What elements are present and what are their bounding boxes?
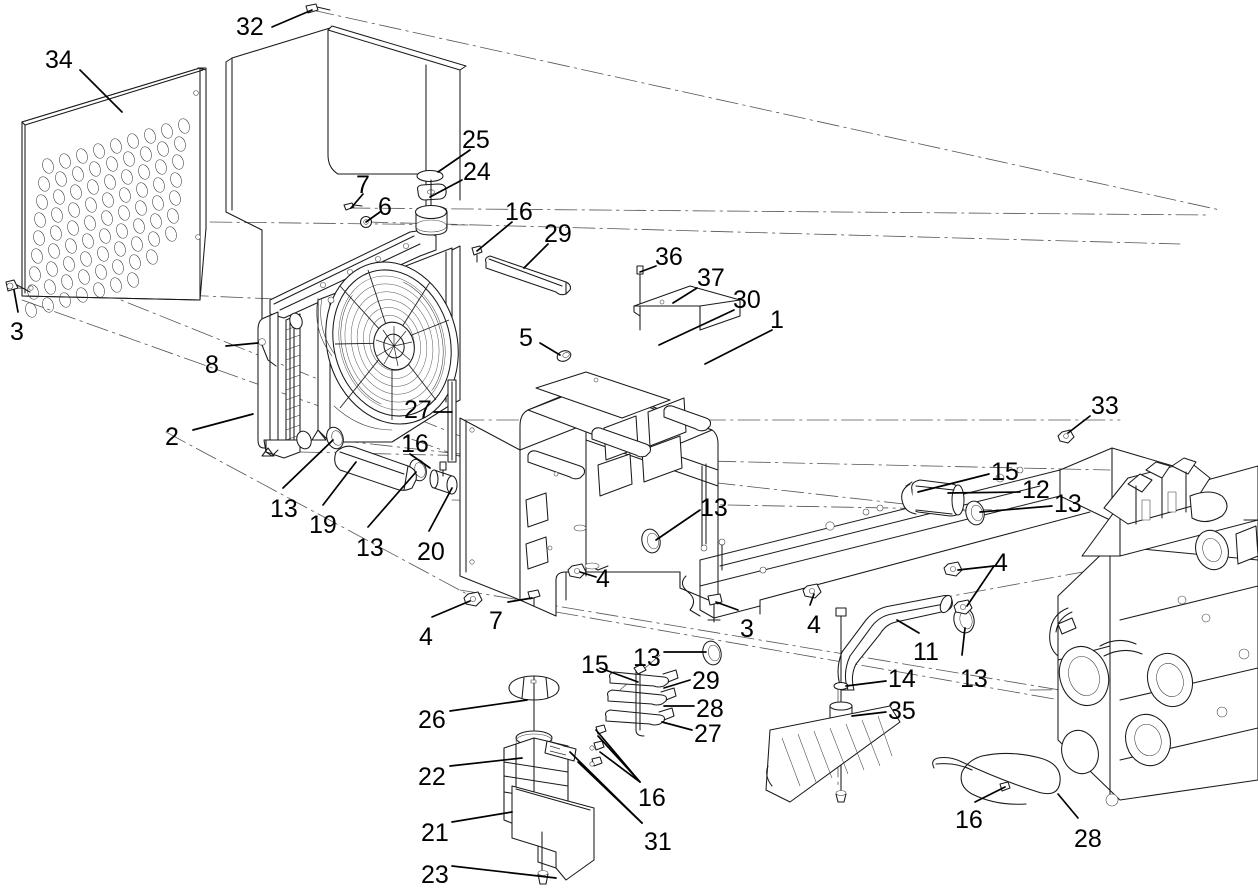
screw-7-b — [527, 589, 541, 607]
callout-27-upper: 27 — [404, 396, 432, 424]
flange-nut-4-c — [943, 561, 963, 577]
overflow-tube-27 — [447, 379, 457, 463]
flange-nut-4-a — [567, 563, 587, 579]
flange-nut-4-b — [463, 591, 483, 607]
callout-4-mid: 4 — [596, 565, 610, 593]
callout-28-loop: 28 — [1074, 825, 1102, 853]
expansion-tank-assembly — [503, 675, 595, 885]
hose-clamp-13-e — [965, 500, 985, 526]
engine-assembly — [1049, 457, 1258, 807]
nut-33 — [1057, 429, 1075, 444]
vent-hose-loop-28 — [932, 752, 1061, 805]
callout-27-lower: 27 — [694, 720, 722, 748]
callout-34: 34 — [45, 46, 73, 74]
callout-7-lower: 7 — [489, 607, 503, 635]
callout-16-mid: 16 — [401, 430, 429, 458]
callout-4-right: 4 — [994, 549, 1008, 577]
hose-clamps-13 — [326, 426, 985, 666]
callout-26: 26 — [418, 706, 446, 734]
callout-3-mid: 3 — [740, 615, 754, 643]
hose-clamp-13-f — [702, 640, 722, 666]
strap-14-spacer-35 — [829, 607, 853, 803]
mounting-bracket-37 — [633, 285, 741, 331]
chassis-frame — [681, 447, 1181, 619]
hose-fitting-20 — [429, 461, 458, 495]
flange-nut-4-e — [802, 583, 822, 599]
callout-7-upper: 7 — [356, 171, 370, 199]
shield-panel-1-30 — [459, 371, 726, 617]
callout-15-tank: 15 — [581, 651, 609, 679]
hose-clamp-13-c — [641, 528, 661, 554]
callout-21: 21 — [421, 819, 449, 847]
callout-22: 22 — [418, 763, 446, 791]
callout-32: 32 — [236, 13, 264, 41]
ribbed-tube — [765, 705, 901, 803]
flange-nut-4-d — [953, 599, 973, 615]
callout-5: 5 — [519, 324, 533, 352]
callout-13-c: 13 — [700, 494, 728, 522]
hose-clamp-13-a — [326, 426, 344, 450]
screw-16-set — [591, 724, 607, 767]
callout-13-b: 13 — [356, 534, 384, 562]
perforated-screen-panel-34 — [21, 67, 207, 318]
callout-13-a: 13 — [270, 495, 298, 523]
callout-13-d: 13 — [960, 665, 988, 693]
callout-8: 8 — [205, 351, 219, 379]
callout-28-lower: 28 — [696, 695, 724, 723]
leader-lines — [13, 9, 1091, 879]
callout-33: 33 — [1091, 392, 1119, 420]
fasteners-4-7 — [463, 429, 1075, 623]
callout-30: 30 — [733, 286, 761, 314]
radiator-cap-24-25 — [414, 169, 448, 236]
callout-35: 35 — [888, 697, 916, 725]
callout-6: 6 — [378, 193, 392, 221]
hose-tube-12 — [901, 479, 965, 517]
callout-37: 37 — [697, 264, 725, 292]
callout-19: 19 — [309, 511, 337, 539]
callout-13-right-upper: 13 — [1054, 490, 1082, 518]
callout-24: 24 — [463, 158, 491, 186]
hose-set-27-28-29 — [591, 663, 679, 767]
callout-14: 14 — [888, 665, 916, 693]
callout-1: 1 — [770, 306, 784, 334]
callout-3-left: 3 — [10, 318, 24, 346]
callout-31: 31 — [644, 828, 672, 856]
callout-29-upper: 29 — [544, 220, 572, 248]
callout-16-tank: 16 — [638, 784, 666, 812]
coolant-hose-29-upper — [484, 255, 572, 296]
callout-16-upper: 16 — [505, 198, 533, 226]
fan-shroud-box — [225, 25, 467, 331]
callout-4-left: 4 — [419, 623, 433, 651]
callout-36: 36 — [655, 243, 683, 271]
lower-radiator-hose-19 — [334, 445, 417, 491]
callout-23: 23 — [421, 861, 449, 889]
callout-12: 12 — [1022, 476, 1050, 504]
grommet-5 — [556, 350, 572, 362]
callout-20: 20 — [417, 538, 445, 566]
callout-29-lower: 29 — [692, 667, 720, 695]
callout-11: 11 — [913, 638, 939, 666]
upper-radiator-hose-11 — [837, 594, 953, 691]
bolt-36 — [636, 265, 644, 331]
callout-4-centre: 4 — [807, 611, 821, 639]
callout-13-f: 13 — [633, 644, 661, 672]
cooling-fan-assembly — [316, 247, 459, 443]
callout-15-right: 15 — [991, 458, 1019, 486]
callout-2: 2 — [165, 423, 179, 451]
callout-25: 25 — [462, 126, 490, 154]
carriage-bolt-3-left — [5, 279, 31, 293]
callout-16-loop: 16 — [955, 806, 983, 834]
screen-perforations — [25, 118, 190, 318]
